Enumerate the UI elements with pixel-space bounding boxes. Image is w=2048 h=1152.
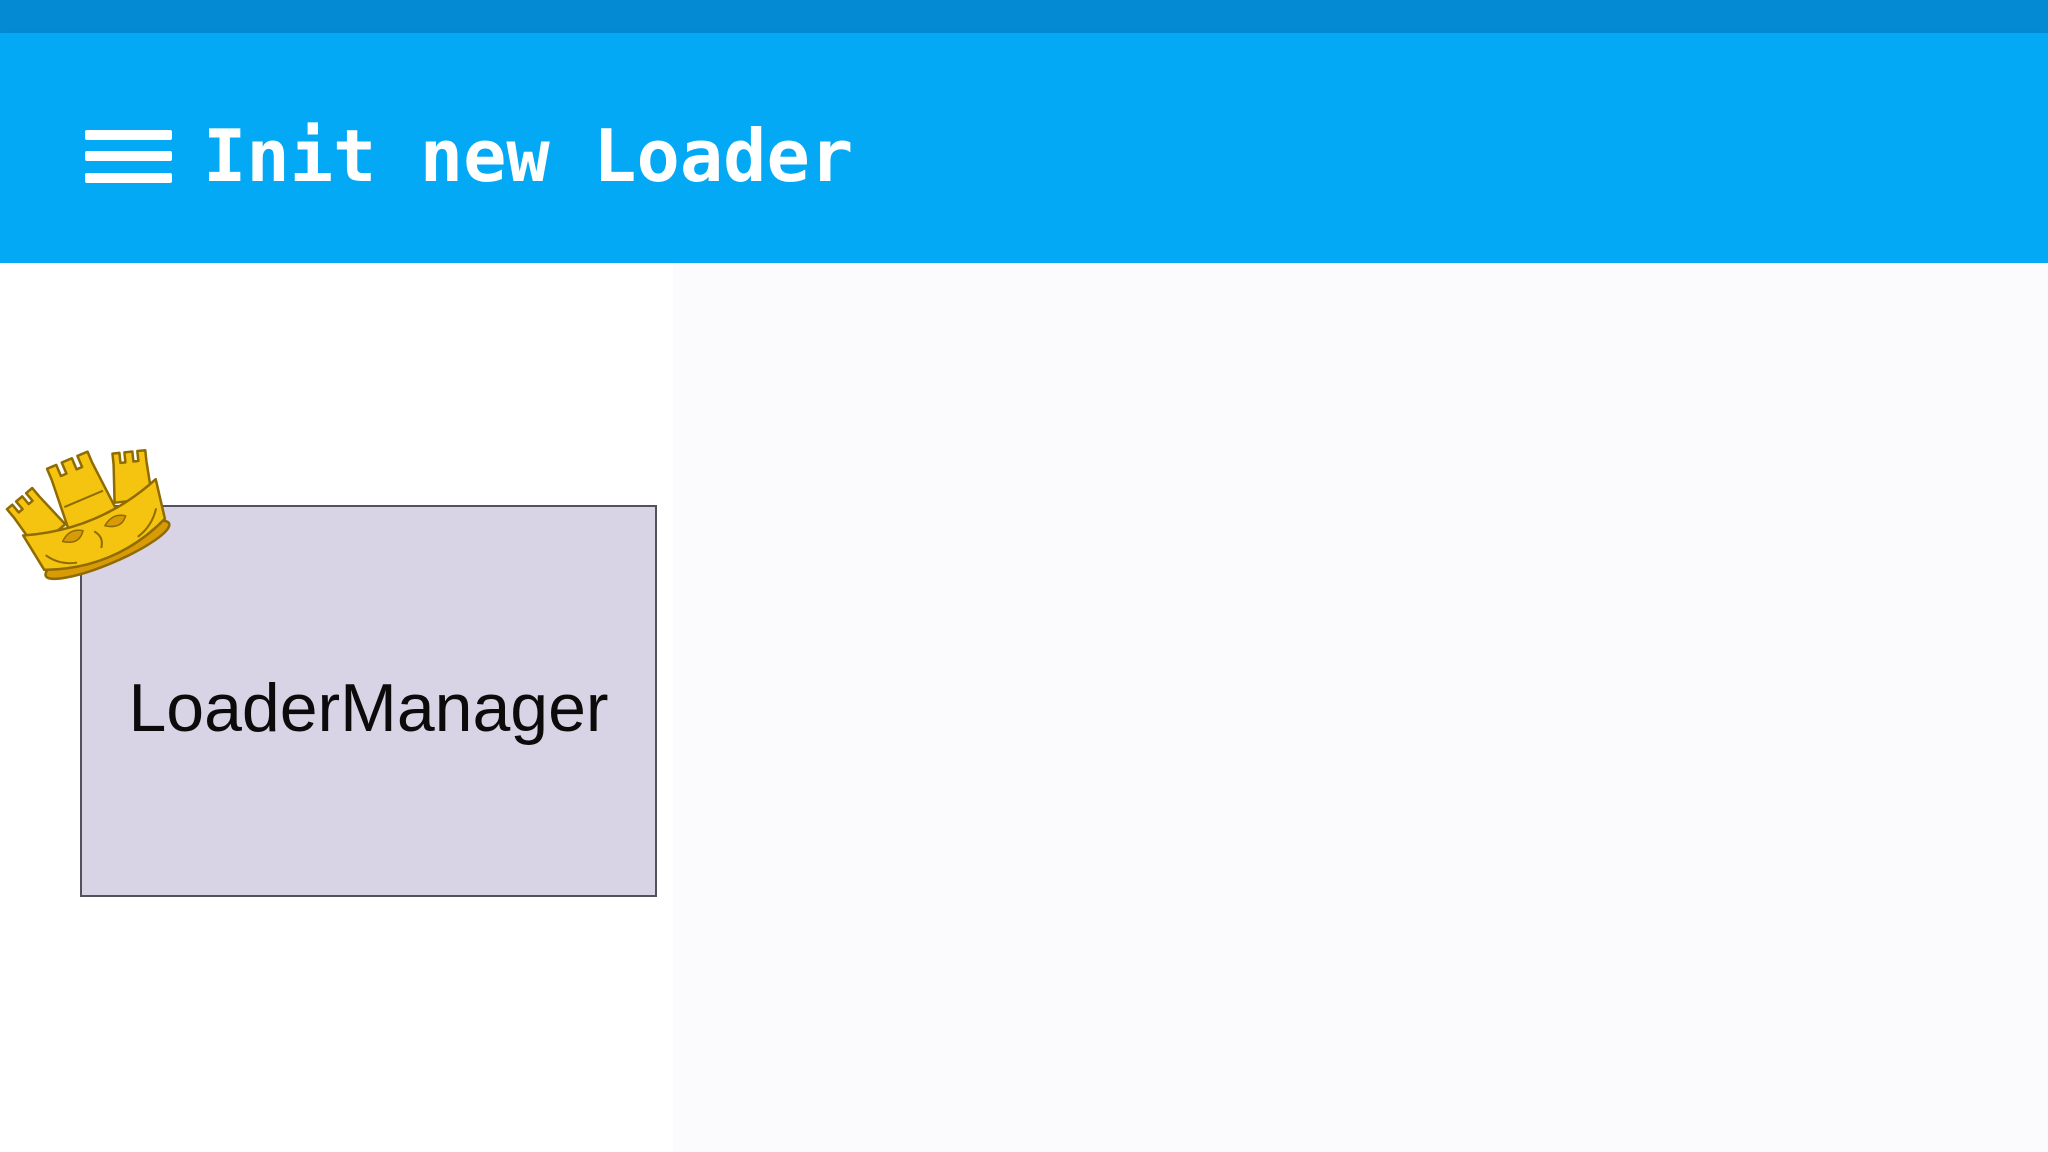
page-title: Init new Loader (203, 114, 854, 198)
canvas-right-shade (673, 263, 2048, 1152)
app-header-inner: Init new Loader (0, 120, 853, 192)
status-bar (0, 0, 2048, 33)
diagram-canvas: LoaderManager (0, 263, 2048, 1152)
node-label: LoaderManager (128, 670, 609, 746)
app-header: Init new Loader (0, 33, 2048, 263)
node-loadermanager[interactable]: LoaderManager (80, 505, 657, 897)
hamburger-bar (85, 129, 172, 140)
hamburger-bar (85, 151, 172, 161)
hamburger-bar (85, 172, 172, 183)
hamburger-menu-icon[interactable] (85, 129, 172, 183)
